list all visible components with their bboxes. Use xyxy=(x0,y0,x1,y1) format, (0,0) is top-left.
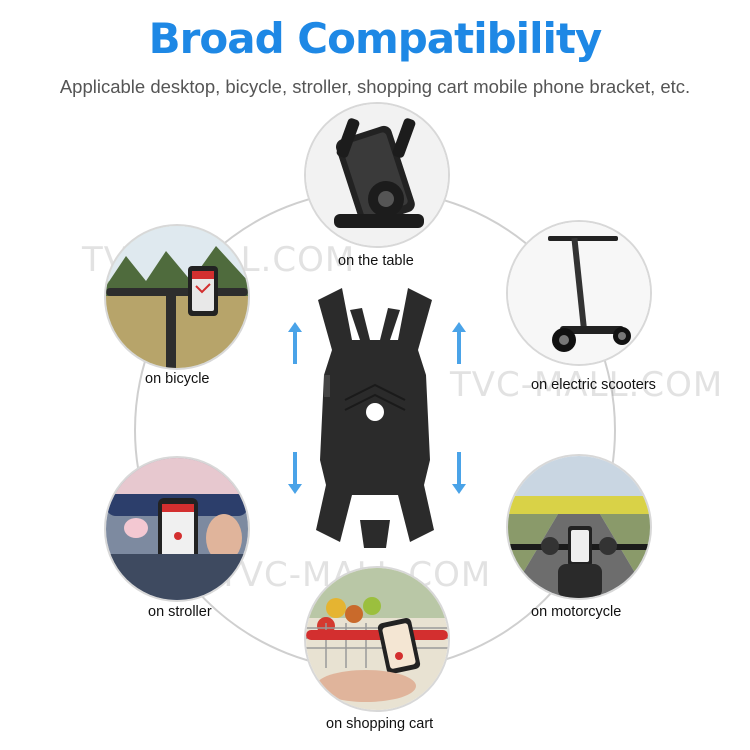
stroller-image xyxy=(104,456,250,602)
label-motorcycle: on motorcycle xyxy=(531,604,622,620)
motorcycle-image xyxy=(506,454,652,600)
label-shopping-cart: on shopping cart xyxy=(326,716,434,732)
page-subtitle: Applicable desktop, bicycle, stroller, s… xyxy=(59,76,691,97)
page-title: Broad Compatibility xyxy=(148,14,603,63)
shopping-cart-image xyxy=(304,566,450,712)
label-table: on the table xyxy=(338,253,414,269)
bicycle-image xyxy=(104,224,250,370)
watermark: TVC-MALL.COM xyxy=(450,365,724,405)
phone-holder-image xyxy=(316,288,434,548)
arrow-up-icon xyxy=(288,322,302,364)
scooter-image xyxy=(506,220,652,366)
label-electric-scooters: on electric scooters xyxy=(531,377,656,393)
arrow-up-icon xyxy=(452,322,466,364)
label-bicycle: on bicycle xyxy=(145,371,210,387)
arrow-down-icon xyxy=(452,452,466,494)
label-stroller: on stroller xyxy=(148,604,212,620)
table-image xyxy=(304,102,450,248)
arrow-down-icon xyxy=(288,452,302,494)
